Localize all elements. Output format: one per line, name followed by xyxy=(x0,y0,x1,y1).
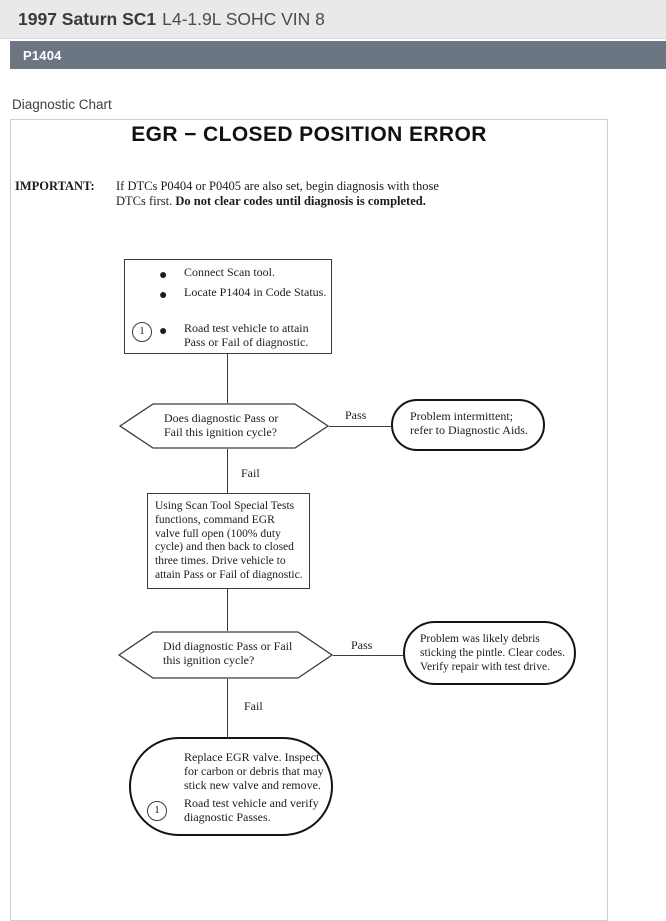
step1-box: ● Connect Scan tool. ● Locate P1404 in C… xyxy=(124,259,332,354)
result1-text: Problem intermittent; refer to Diagnosti… xyxy=(410,409,528,437)
result1-oval: Problem intermittent; refer to Diagnosti… xyxy=(391,399,545,451)
result2-text: Problem was likely debris sticking the p… xyxy=(420,633,565,673)
connector-line xyxy=(227,449,229,493)
decision1-pass-label: Pass xyxy=(345,408,367,422)
dtc-code-tab[interactable]: P1404 xyxy=(10,41,666,69)
important-label: IMPORTANT: xyxy=(15,179,95,193)
connector-line xyxy=(227,679,229,737)
connector-line xyxy=(227,354,229,403)
final-oval: Replace EGR valve. Inspect for carbon or… xyxy=(129,737,333,836)
decision1-shape xyxy=(119,403,329,449)
connector-line xyxy=(329,426,391,428)
bullet-icon: ● xyxy=(159,268,168,283)
step1-item1: Connect Scan tool. xyxy=(184,265,275,279)
decision2-shape xyxy=(118,631,333,679)
decision1-text: Does diagnostic Pass or Fail this igniti… xyxy=(164,411,279,439)
connector-line xyxy=(227,589,229,631)
diagnostic-chart-panel: EGR − CLOSED POSITION ERROR IMPORTANT: I… xyxy=(10,119,608,921)
bullet-icon: ● xyxy=(159,288,168,303)
footnote-1-marker: 1 xyxy=(132,322,152,342)
connector-line xyxy=(333,655,403,657)
step2-text: Using Scan Tool Special Tests functions,… xyxy=(155,500,303,581)
final-text2: Road test vehicle and verify diagnostic … xyxy=(184,796,319,824)
decision2-pass-label: Pass xyxy=(351,638,373,652)
step1-item3: Road test vehicle to attain Pass or Fail… xyxy=(184,321,309,349)
section-label: Diagnostic Chart xyxy=(12,97,112,112)
important-text: If DTCs P0404 or P0405 are also set, beg… xyxy=(116,179,439,208)
important-line2: DTCs first. Do not clear codes until dia… xyxy=(116,193,426,208)
result2-oval: Problem was likely debris sticking the p… xyxy=(403,621,576,685)
bullet-icon: ● xyxy=(159,324,168,339)
chart-title: EGR − CLOSED POSITION ERROR xyxy=(131,123,487,146)
footnote-1-marker: 1 xyxy=(147,801,167,821)
step1-item2: Locate P1404 in Code Status. xyxy=(184,285,327,299)
vehicle-engine: L4-1.9L SOHC VIN 8 xyxy=(162,8,325,29)
vehicle-title-bar: 1997 Saturn SC1 L4-1.9L SOHC VIN 8 xyxy=(0,0,666,39)
decision2-fail-label: Fail xyxy=(244,699,263,713)
important-line1: If DTCs P0404 or P0405 are also set, beg… xyxy=(116,179,439,193)
decision2-text: Did diagnostic Pass or Fail this ignitio… xyxy=(163,639,293,667)
final-text1: Replace EGR valve. Inspect for carbon or… xyxy=(184,750,324,792)
dtc-code-label: P1404 xyxy=(23,47,62,63)
vehicle-name: 1997 Saturn SC1 xyxy=(18,8,157,29)
step2-box: Using Scan Tool Special Tests functions,… xyxy=(147,493,310,589)
decision1-fail-label: Fail xyxy=(241,466,260,480)
